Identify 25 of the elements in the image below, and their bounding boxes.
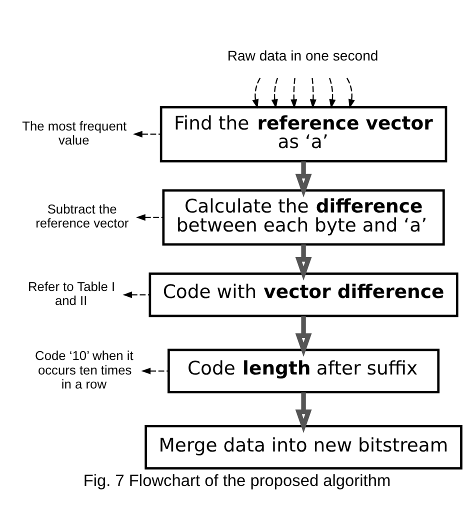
- caption: Fig. 7 Flowchart of the proposed algorithm: [83, 472, 391, 490]
- arrow: [271, 77, 278, 108]
- arrow: [252, 77, 261, 108]
- node-box: Code with vector difference: [148, 272, 458, 317]
- node-text: Code ‘10’ when it occurs ten times in a row: [35, 348, 134, 391]
- node-box: Merge data into new bitstream: [144, 424, 462, 470]
- node-text: Refer to Table I and II: [28, 278, 116, 308]
- arrow: [295, 244, 312, 280]
- arrow: [295, 392, 312, 432]
- node-box: Find the reference vector as ‘a’: [160, 106, 448, 162]
- node-text: Subtract the reference vector: [36, 201, 129, 230]
- node-box: Calculate the difference between each byte and ‘a’: [162, 188, 445, 246]
- arrow: [329, 77, 336, 108]
- arrow: [141, 367, 169, 374]
- node-text: The most frequent value: [22, 118, 127, 147]
- arrow: [136, 214, 164, 220]
- node-box: Code length after suffix: [168, 348, 440, 393]
- arrow: [295, 316, 312, 356]
- arrow: [290, 78, 298, 108]
- node-text: Raw data in one second: [227, 46, 378, 63]
- arrow: [133, 130, 161, 137]
- arrow: [295, 160, 312, 197]
- arrow: [310, 78, 316, 108]
- arrow: [346, 77, 355, 108]
- arrow: [122, 291, 150, 298]
